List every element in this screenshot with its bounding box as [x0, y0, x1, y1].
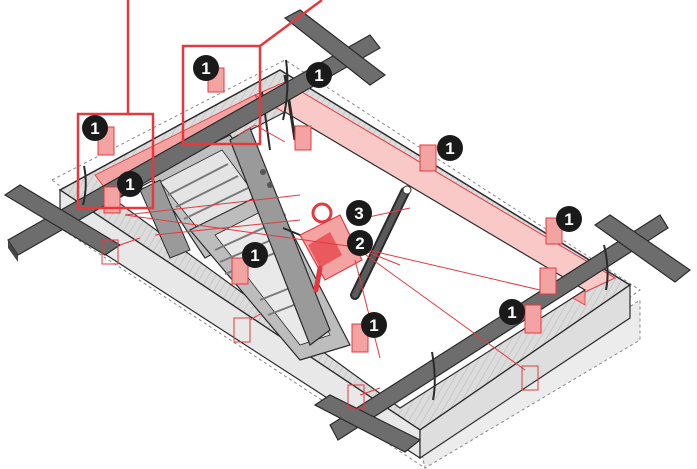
- folding-ladder: [139, 127, 351, 361]
- highlight-boxes: [76, 0, 323, 210]
- svg-text:1: 1: [90, 119, 99, 138]
- drill-tool: [282, 202, 363, 293]
- svg-text:1: 1: [314, 66, 323, 85]
- callout-3: 3: [346, 200, 372, 226]
- callout-2: 2: [347, 230, 373, 256]
- callout-1: 1: [361, 312, 387, 338]
- svg-text:1: 1: [445, 139, 454, 158]
- svg-text:1: 1: [201, 59, 210, 78]
- svg-text:3: 3: [354, 204, 363, 223]
- callout-1: 1: [499, 299, 525, 325]
- callout-1: 1: [242, 242, 268, 268]
- svg-text:1: 1: [125, 175, 134, 194]
- svg-text:1: 1: [564, 210, 573, 229]
- callout-1: 1: [556, 206, 582, 232]
- callout-1: 1: [82, 115, 108, 141]
- wire-ties: [82, 59, 609, 401]
- callout-1: 1: [306, 62, 332, 88]
- svg-text:1: 1: [250, 246, 259, 265]
- callout-badges: 1 1 1 1 1 1 1 1: [82, 55, 582, 338]
- svg-text:1: 1: [369, 316, 378, 335]
- svg-text:1: 1: [507, 303, 516, 322]
- callout-1: 1: [193, 55, 219, 81]
- svg-text:2: 2: [355, 234, 364, 253]
- callout-1: 1: [117, 171, 143, 197]
- callout-1: 1: [437, 135, 463, 161]
